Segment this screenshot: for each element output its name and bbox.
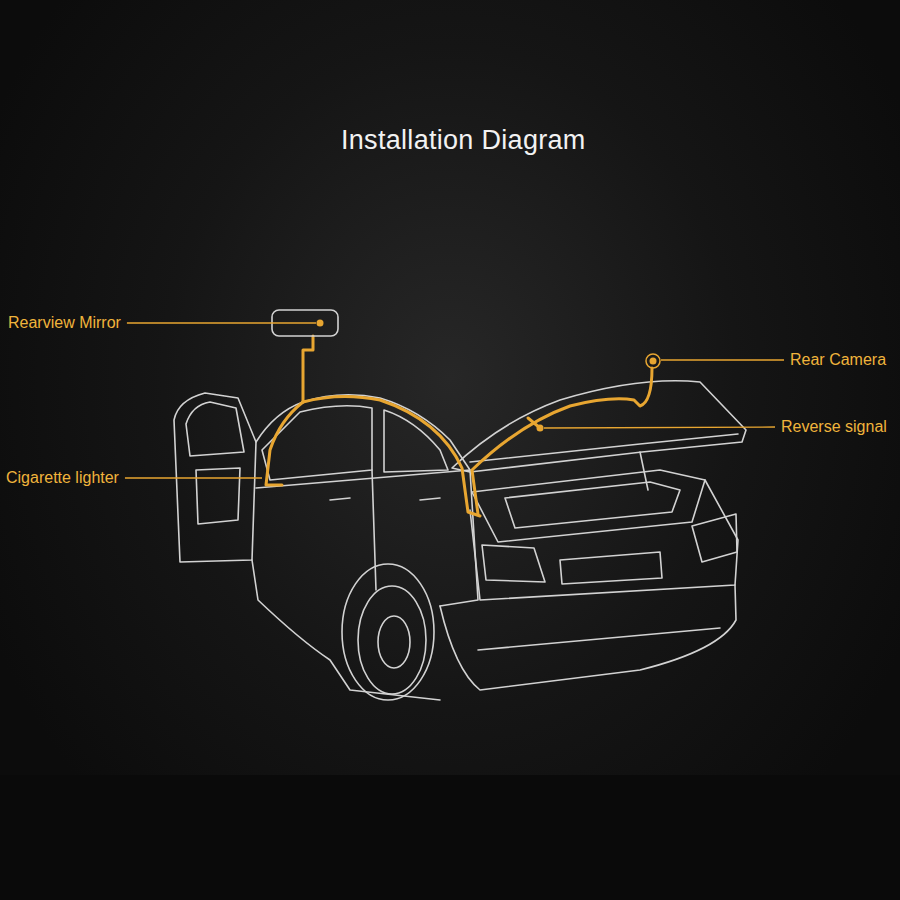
mirror-dot — [317, 320, 324, 327]
door-handle — [330, 498, 350, 500]
plate-recess — [560, 552, 662, 584]
tail-light — [692, 514, 737, 562]
wiring — [266, 336, 652, 516]
diagram-title: Installation Diagram — [341, 125, 586, 156]
trunk-floor — [505, 482, 680, 528]
trunk-lid — [452, 381, 746, 472]
callout-label: Reverse signal — [781, 418, 887, 436]
trunk-strut — [640, 452, 648, 490]
rear-wheel — [358, 586, 426, 694]
side-body — [256, 470, 478, 606]
front-window — [262, 406, 372, 480]
trunk-wire — [472, 368, 652, 514]
camera-dot — [650, 358, 657, 365]
bottom-band — [0, 775, 900, 900]
door-handle — [420, 498, 440, 500]
door-window — [186, 402, 244, 456]
leader-line — [127, 322, 316, 323]
side-sill — [252, 560, 440, 700]
mirror-wire — [303, 336, 313, 402]
roof-wire — [303, 396, 480, 516]
leader-line — [125, 477, 262, 478]
wheel-hub — [378, 616, 410, 668]
callout-label: Cigarette lighter — [6, 469, 119, 487]
trunk-opening — [472, 470, 705, 542]
lighter-wire — [266, 402, 303, 485]
leader-line — [544, 427, 775, 428]
camera-ring — [646, 354, 660, 368]
door-seam — [372, 470, 376, 590]
car-outline — [174, 381, 746, 700]
callout-label: Rear Camera — [790, 351, 886, 369]
rear-window — [384, 410, 448, 472]
door-panel — [196, 468, 240, 524]
rear-bumper — [440, 585, 736, 690]
tail-light — [482, 545, 545, 582]
rear-fascia — [470, 480, 738, 600]
bumper-line — [478, 628, 720, 650]
reverse-dot — [537, 425, 544, 432]
rear-wheel-arch — [342, 564, 434, 700]
callout-label: Rearview Mirror — [8, 314, 121, 332]
leader-line — [661, 359, 784, 360]
